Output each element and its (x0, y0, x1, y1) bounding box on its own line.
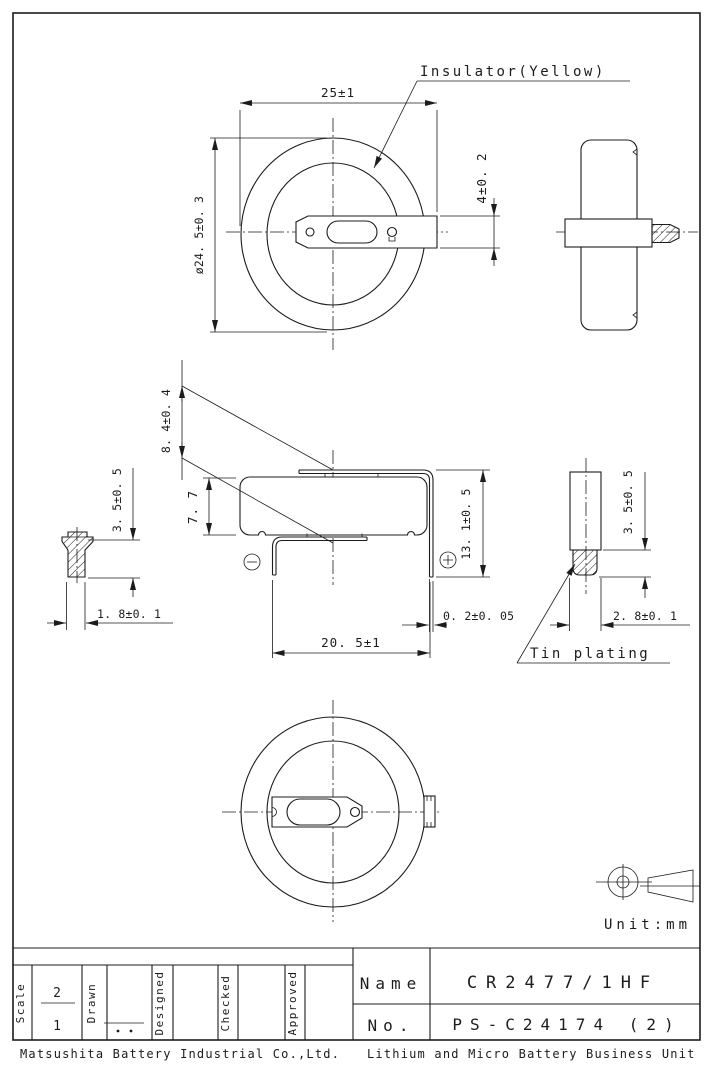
name-value: CR2477/1HF (467, 973, 659, 993)
dim-neg-pin-diameter-text: 1. 8±0. 1 (97, 607, 161, 621)
dim-plate-offset-text: 8. 4±0. 4 (159, 389, 173, 453)
dim-neg-pin-plated-length: 3. 5±0. 5 (88, 468, 140, 597)
scale-denominator: 1 (53, 1019, 61, 1034)
negative-pin-detail: 3. 5±0. 5 1. 8±0. 1 (47, 468, 173, 630)
positive-pin-detail: 3. 5±0. 5 2. 8±0. 1 Tin plating (516, 458, 690, 664)
strip-hole (305, 227, 315, 237)
positive-terminal (298, 469, 434, 578)
dim-plate-offset: 8. 4±0. 4 (159, 360, 334, 544)
pin-plated-tip (572, 549, 598, 576)
scale-label: Scale (14, 983, 27, 1024)
insulator-label: Insulator(Yellow) (420, 64, 606, 80)
terminal-plate (271, 796, 363, 828)
dim-terminal-thickness-text: 0. 2±0. 05 (443, 609, 514, 623)
pin-body (569, 471, 602, 551)
dim-pos-pin-plated-length-text: 3. 5±0. 5 (621, 470, 635, 534)
insulator-callout: Insulator(Yellow) (373, 64, 630, 169)
dim-tab-width: 4±0. 2 (440, 152, 500, 266)
drawn-label: Drawn (85, 983, 98, 1024)
dim-overall-width-text: 25±1 (321, 85, 355, 100)
tin-plating-label: Tin plating (530, 646, 650, 662)
dim-pos-pin-diameter-text: 2. 8±0. 1 (613, 609, 677, 623)
dim-neg-pin-plated-length-text: 3. 5±0. 5 (110, 468, 124, 532)
unit-label: Unit:mm (604, 917, 691, 933)
pin-shape (61, 531, 94, 578)
dim-overall-height: 13. 1±0. 5 (436, 469, 490, 578)
dim-terminal-thickness: 0. 2±0. 05 (402, 579, 514, 632)
dim-pin-pitch: 20. 5±1 (272, 580, 431, 658)
title-block: Scale 2 1 Drawn Designed Checked Approve… (13, 947, 700, 1040)
scale-numerator: 2 (53, 986, 61, 1001)
insulator-ring (266, 740, 400, 884)
bottom-view (222, 700, 440, 922)
dim-body-height-text: 7. 7 (185, 490, 200, 524)
plate-notch (271, 807, 277, 817)
dim-neg-pin-diameter: 1. 8±0. 1 (47, 582, 173, 630)
approved-label: Approved (286, 971, 299, 1036)
weld-marks (324, 473, 379, 477)
dim-overall-height-text: 13. 1±0. 5 (459, 488, 473, 559)
insulator-seam (632, 148, 638, 319)
dim-pos-pin-diameter: 2. 8±0. 1 (550, 578, 690, 631)
plate-slot (286, 798, 341, 826)
business-unit: Lithium and Micro Battery Business Unit (367, 1047, 696, 1061)
plate-hole (349, 806, 361, 818)
dim-body-height: 7. 7 (185, 477, 236, 536)
edge-tab (423, 795, 436, 828)
top-view: 25±1 ø24. 5±0. 3 4±0. 2 Insulator(Yellow… (192, 64, 630, 350)
strip-slot (326, 220, 378, 244)
negative-polarity-symbol (243, 553, 261, 571)
positive-polarity-symbol (439, 551, 457, 569)
dim-tab-width-text: 4±0. 2 (474, 152, 489, 203)
strip-pin-notch (388, 237, 396, 242)
company-name: Matsushita Battery Industrial Co.,Ltd. (20, 1047, 340, 1061)
pin-tip-hatched (651, 223, 680, 244)
weld-marks (306, 533, 363, 537)
no-value: PS-C24174 (2) (452, 1015, 681, 1034)
name-label: Name (360, 974, 423, 993)
dim-cell-diameter: ø24. 5±0. 3 (192, 137, 327, 333)
cell-body (239, 476, 428, 536)
third-angle-projection-icon (596, 864, 700, 903)
tin-plating-callout: Tin plating (516, 563, 670, 664)
dim-pin-pitch-text: 20. 5±1 (321, 635, 381, 650)
front-view: 8. 4±0. 4 7. 7 13. 1±0. 5 20. 5±1 0. 2±0… (159, 360, 514, 658)
drawn-signature (104, 1022, 144, 1033)
negative-terminal (271, 533, 368, 576)
checked-label: Checked (219, 975, 232, 1032)
strip-pin-hole (386, 226, 398, 238)
terminal-strip-side (564, 218, 653, 248)
scale-value: 2 1 (41, 986, 75, 1034)
designed-label: Designed (153, 971, 166, 1036)
dim-cell-diameter-text: ø24. 5±0. 3 (192, 196, 206, 274)
no-label: No. (368, 1016, 415, 1035)
side-view (556, 139, 698, 331)
dim-pos-pin-plated-length: 3. 5±0. 5 (599, 470, 651, 598)
dim-overall-width: 25±1 (239, 85, 438, 226)
sheet-border (12, 12, 701, 1041)
